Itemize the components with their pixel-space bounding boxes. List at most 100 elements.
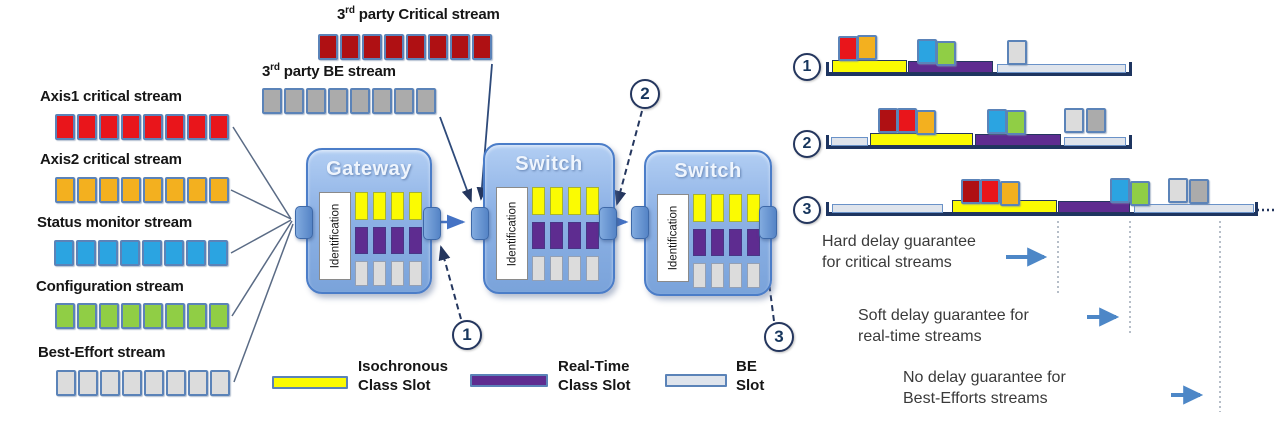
timeline-packet-square [857, 35, 877, 60]
class-slot [586, 222, 599, 249]
stream-packets-row [54, 240, 228, 266]
legend-label-line1: Real-Time [558, 358, 630, 375]
stream-packet-square [165, 177, 185, 203]
legend-swatch-be_slot [665, 374, 727, 387]
class-slot [373, 192, 386, 220]
timeline-packet-square [980, 179, 1000, 204]
slot-row-purple [532, 222, 599, 249]
guarantee-line2: real-time streams [858, 328, 982, 345]
label-superscript: rd [270, 62, 280, 73]
stream-packet-square [121, 177, 141, 203]
stream-packet-square [306, 88, 326, 114]
class-slot [532, 187, 545, 215]
stream-packet-square [99, 177, 119, 203]
timeline-packet-square [917, 39, 937, 64]
timeline-left-bracket [826, 62, 829, 76]
stream-packet-square [362, 34, 382, 60]
stream-packet-square [187, 114, 207, 140]
slot-row-light_gray [355, 261, 422, 286]
slot-row-light_gray [693, 263, 760, 288]
label-prefix: 3 [262, 63, 271, 80]
slot-row-yellow [355, 192, 422, 220]
timeline-packet-square [838, 36, 858, 61]
class-slot [550, 187, 563, 215]
slot-row-yellow [693, 194, 760, 222]
guarantee-line1: Soft delay guarantee for [858, 307, 1029, 324]
stream-packet-square [328, 88, 348, 114]
guarantee-annotation: Soft delay guarantee for real-time stream… [858, 305, 1029, 347]
stream-packet-square [165, 303, 185, 329]
stream-packet-square [262, 88, 282, 114]
stream-packet-square [55, 177, 75, 203]
stream-packet-square [144, 370, 164, 396]
stream-packets-row [56, 370, 230, 396]
stream-packet-square [54, 240, 74, 266]
stream-packet-square [122, 370, 142, 396]
guarantee-line2: Best-Efforts streams [903, 390, 1048, 407]
stream-packet-square [187, 177, 207, 203]
identification-panel: Identification [496, 187, 528, 280]
switch2-in-port [631, 206, 649, 239]
class-slot [586, 256, 599, 281]
timeline-number-1: 1 [793, 53, 821, 81]
guarantee-line1: Hard delay guarantee [822, 233, 976, 250]
slot-row-purple [355, 227, 422, 254]
stream-packet-square [98, 240, 118, 266]
gateway-in-port [295, 206, 313, 239]
stream-label: Configuration stream [36, 278, 184, 295]
legend-swatch-yellow [272, 376, 348, 389]
class-slot [532, 256, 545, 281]
class-slot [729, 194, 742, 222]
node-title: Switch [515, 153, 583, 175]
class-slot [729, 229, 742, 256]
timeline-packet-square [1064, 108, 1084, 133]
class-slot [586, 187, 599, 215]
timeline-number-3: 3 [793, 196, 821, 224]
stream-packet-square [209, 177, 229, 203]
stream-packets-row [262, 88, 436, 114]
stream-packet-square [99, 114, 119, 140]
identification-label: Identification [329, 203, 342, 269]
timeline-segment-purple [975, 134, 1061, 146]
legend-swatch-purple [470, 374, 548, 387]
class-slot [747, 229, 760, 256]
class-slot [391, 227, 404, 254]
timeline-segment-purple [1058, 201, 1130, 213]
stream-label: 3rd party BE stream [262, 62, 396, 80]
timeline-packet-square [1000, 181, 1020, 206]
hop-marker-3: 3 [764, 322, 794, 352]
timeline-packet-square [1110, 178, 1130, 203]
hop-marker-2: 2 [630, 79, 660, 109]
timeline-packet-square [1189, 179, 1209, 204]
timeline-packet-square [1007, 40, 1027, 65]
timeline-right-bracket [1129, 135, 1132, 149]
stream-packet-square [99, 303, 119, 329]
stream-packet-square [208, 240, 228, 266]
identification-label: Identification [506, 201, 519, 266]
timeline-packet-square [1130, 181, 1150, 206]
class-slot [355, 192, 368, 220]
timeline-segment-be_slot [1064, 137, 1126, 146]
stream-packet-square [76, 240, 96, 266]
class-slot [373, 261, 386, 286]
class-slot [747, 263, 760, 288]
identification-panel: Identification [657, 194, 689, 282]
class-slot [391, 192, 404, 220]
stream-packets-row [318, 34, 492, 60]
stream-label: Axis1 critical stream [40, 88, 182, 105]
stream-packet-square [55, 303, 75, 329]
stream-packet-square [77, 303, 97, 329]
stream-packet-square [143, 114, 163, 140]
timeline-baseline [828, 145, 1130, 149]
stream-packet-square [186, 240, 206, 266]
class-slot [355, 261, 368, 286]
class-slot [711, 263, 724, 288]
class-slot [568, 256, 581, 281]
stream-packets-row [55, 177, 229, 203]
stream-packet-square [56, 370, 76, 396]
timeline-segment-be_slot [997, 64, 1126, 73]
legend-label-line1: Isochronous [358, 358, 449, 375]
class-slot [409, 192, 422, 220]
